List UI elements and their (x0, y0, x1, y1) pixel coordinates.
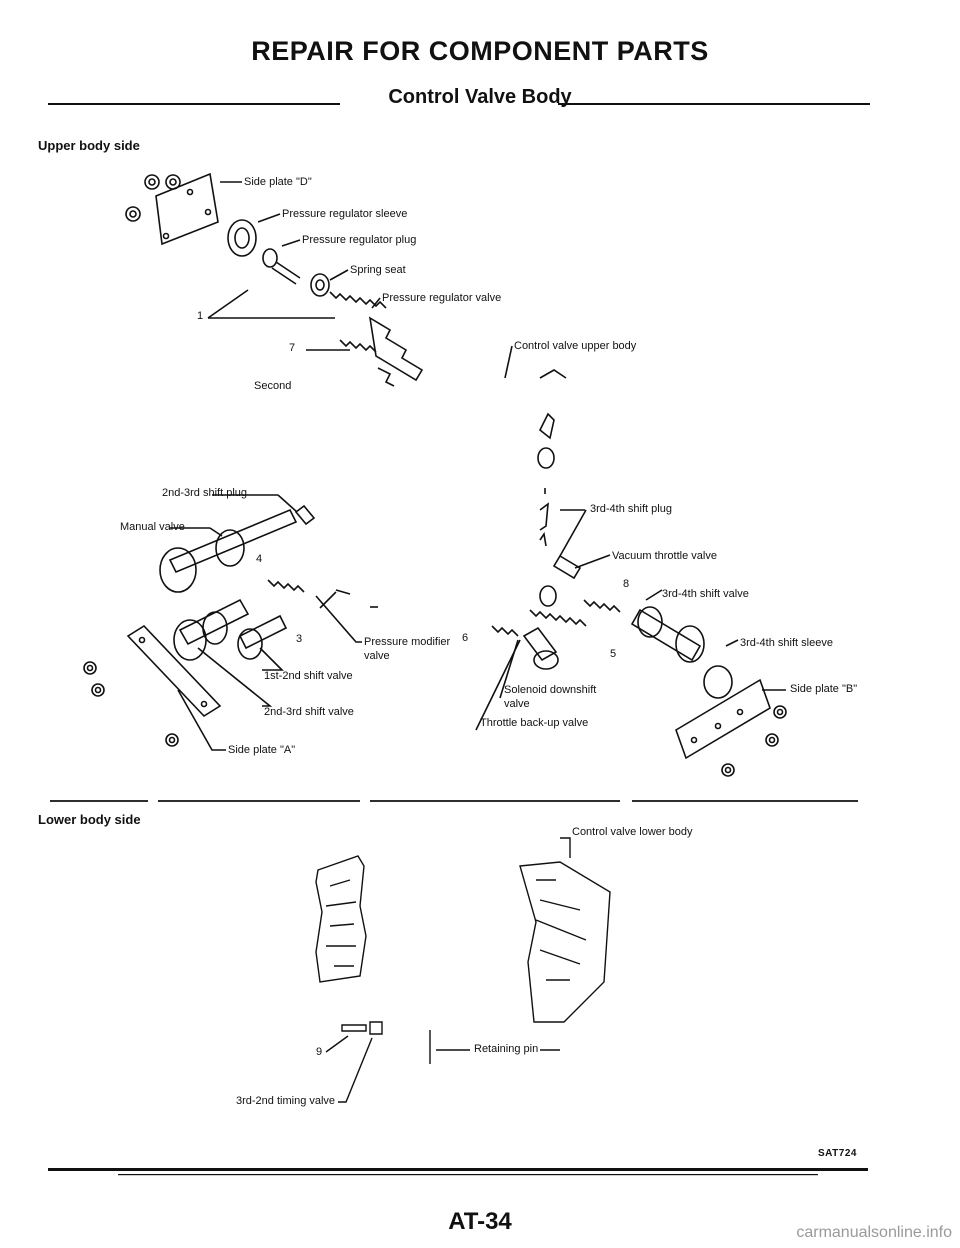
callout-4: 4 (256, 553, 263, 565)
lower-body-side-label: Lower body side (38, 812, 141, 827)
label-spring-seat: Spring seat (350, 264, 406, 276)
label-retaining-pin: Retaining pin (474, 1043, 539, 1055)
callout-5: 5 (610, 648, 617, 660)
lower-body-right-shape (519, 861, 611, 1023)
subtitle-rule-left (48, 103, 340, 105)
label-vacuum-throttle-valve: Vacuum throttle valve (612, 550, 717, 562)
manual-valve-shape (168, 508, 298, 574)
page-number: AT-34 (448, 1208, 512, 1235)
spring-shape (329, 291, 387, 309)
screw-icon (721, 763, 735, 777)
side-plate-d-shape (155, 172, 219, 246)
watermark: carmanualsonline.info (796, 1224, 952, 1241)
label-control-valve-lower-body: Control valve lower body (572, 826, 693, 838)
callout-6: 6 (462, 632, 469, 644)
screw-icon (83, 661, 97, 675)
upper-body-side-label: Upper body side (38, 138, 140, 153)
figure-code: SAT724 (818, 1148, 857, 1159)
label-side-plate-a: Side plate "A" (228, 744, 296, 756)
screw-icon (125, 206, 141, 222)
screw-icon (91, 683, 105, 697)
label-manual-valve: Manual valve (120, 521, 185, 533)
label-pressure-modifier: Pressure modifier (364, 636, 451, 648)
label-side-plate-b: Side plate "B" (790, 683, 858, 695)
callout-1: 1 (197, 310, 204, 322)
subtitle-rule-right (558, 103, 870, 105)
label-control-valve-upper-body: Control valve upper body (514, 340, 637, 352)
callout-7: 7 (289, 342, 296, 354)
pr-sleeve-shape (227, 219, 257, 257)
callout-8: 8 (623, 578, 630, 590)
callout-3: 3 (296, 633, 303, 645)
label-solenoid-downshift-valve: valve (504, 698, 530, 710)
label-pressure-regulator-valve: Pressure regulator valve (382, 292, 502, 304)
label-2nd-3rd-shift-valve: 2nd-3rd shift valve (264, 706, 354, 718)
callout-9: 9 (316, 1046, 323, 1058)
label-3rd-4th-shift-valve: 3rd-4th shift valve (662, 588, 749, 600)
section-subtitle: Control Valve Body (388, 86, 572, 108)
page-title: REPAIR FOR COMPONENT PARTS (251, 36, 709, 66)
side-plate-a-shape (126, 624, 222, 718)
label-pressure-modifier-valve: valve (364, 650, 390, 662)
label-3rd-2nd-timing-valve: 3rd-2nd timing valve (236, 1095, 336, 1107)
label-pressure-regulator-sleeve: Pressure regulator sleeve (282, 208, 408, 220)
label-second: Second (254, 380, 292, 392)
screw-icon (144, 174, 160, 190)
label-1st-2nd-shift-valve: 1st-2nd shift valve (264, 670, 353, 682)
screw-icon (765, 733, 779, 747)
screw-icon (165, 733, 179, 747)
label-side-plate-d: Side plate "D" (244, 176, 312, 188)
side-plate-b-shape (675, 678, 771, 760)
lower-body-left-shape (315, 855, 367, 983)
label-3rd-4th-shift-plug: 3rd-4th shift plug (590, 503, 672, 515)
label-throttle-back-up-valve: Throttle back-up valve (480, 717, 589, 729)
label-2nd-3rd-shift-plug: 2nd-3rd shift plug (162, 487, 247, 499)
label-3rd-4th-shift-sleeve: 3rd-4th shift sleeve (740, 637, 833, 649)
label-solenoid-downshift: Solenoid downshift (504, 684, 597, 696)
label-pressure-regulator-plug: Pressure regulator plug (302, 234, 417, 246)
screw-icon (773, 705, 787, 719)
